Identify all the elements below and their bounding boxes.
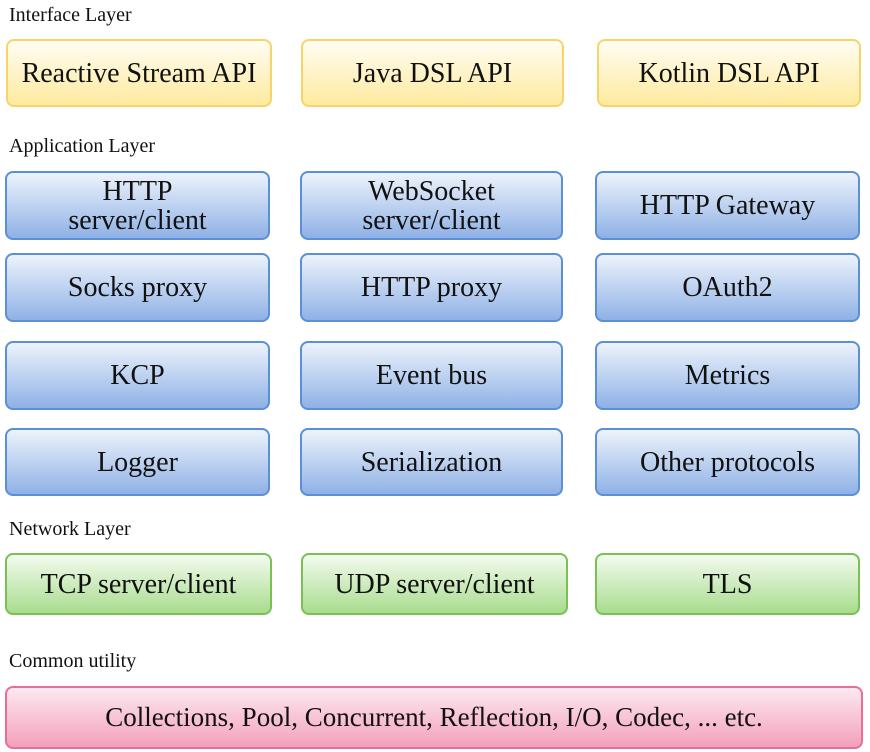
java-dsl-api-box: Java DSL API — [301, 39, 564, 107]
box-label: TCP server/client — [40, 568, 237, 600]
box-label: Reactive Stream API — [21, 57, 257, 89]
box-label: Logger — [97, 446, 178, 478]
event-bus-box: Event bus — [300, 341, 563, 410]
box-label: Other protocols — [640, 446, 815, 478]
application-layer-label: Application Layer — [9, 135, 156, 157]
reactive-stream-api-box: Reactive Stream API — [6, 39, 272, 107]
box-label: UDP server/client — [334, 568, 535, 600]
logger-box: Logger — [5, 428, 270, 496]
box-label: Kotlin DSL API — [638, 57, 820, 89]
box-label: Serialization — [360, 446, 503, 478]
http-server-client-box: HTTP server/client — [5, 171, 270, 240]
kotlin-dsl-api-box: Kotlin DSL API — [597, 39, 861, 107]
interface-layer-label: Interface Layer — [9, 4, 132, 26]
http-gateway-box: HTTP Gateway — [595, 171, 860, 240]
box-label: TLS — [702, 568, 753, 600]
box-label: HTTP proxy — [360, 272, 503, 303]
oauth2-box: OAuth2 — [595, 253, 860, 322]
udp-server-client-box: UDP server/client — [301, 553, 568, 615]
tls-box: TLS — [595, 553, 860, 615]
box-label: HTTP server/client — [68, 175, 207, 236]
box-label: Event bus — [375, 360, 488, 391]
box-label: KCP — [110, 360, 165, 391]
box-label: HTTP Gateway — [639, 190, 816, 221]
box-label: Metrics — [684, 360, 771, 391]
websocket-server-client-box: WebSocket server/client — [300, 171, 563, 240]
tcp-server-client-box: TCP server/client — [5, 553, 272, 615]
http-proxy-box: HTTP proxy — [300, 253, 563, 322]
box-label: Socks proxy — [67, 272, 208, 303]
box-label: WebSocket server/client — [362, 175, 501, 236]
common-utility-box: Collections, Pool, Concurrent, Reflectio… — [5, 686, 863, 749]
serialization-box: Serialization — [300, 428, 563, 496]
network-layer-label: Network Layer — [9, 518, 131, 540]
metrics-box: Metrics — [595, 341, 860, 410]
box-label: OAuth2 — [682, 272, 773, 303]
box-label: Java DSL API — [352, 57, 513, 89]
other-protocols-box: Other protocols — [595, 428, 860, 496]
box-label: Collections, Pool, Concurrent, Reflectio… — [105, 702, 763, 732]
kcp-box: KCP — [5, 341, 270, 410]
socks-proxy-box: Socks proxy — [5, 253, 270, 322]
common-utility-label: Common utility — [9, 650, 137, 672]
